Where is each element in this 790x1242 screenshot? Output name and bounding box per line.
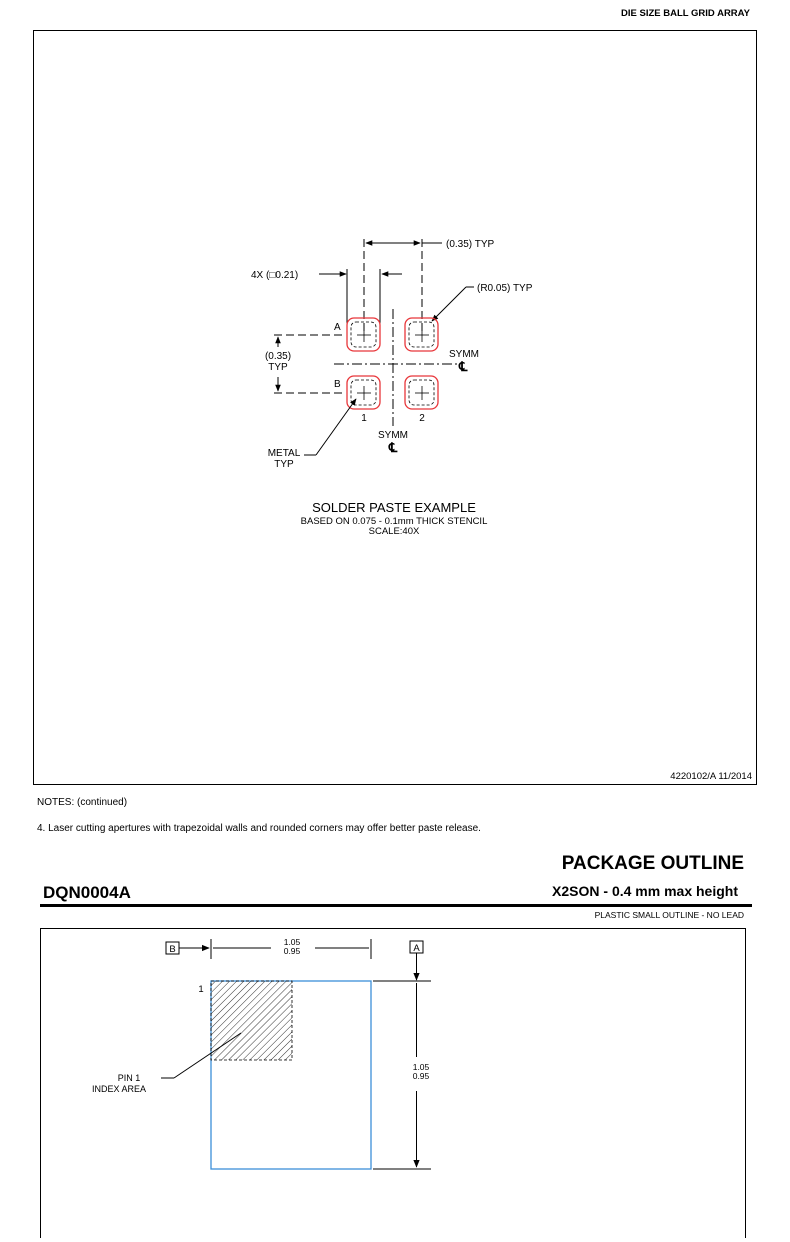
datum-a: A (413, 943, 420, 954)
symm-label-horizontal: SYMM (449, 349, 479, 360)
index-area-label: INDEX AREA (92, 1084, 146, 1094)
drawing-number: 4220102/A 11/2014 (670, 771, 752, 782)
pin1-number: 1 (198, 984, 203, 995)
notes-heading: NOTES: (continued) (37, 797, 128, 808)
pitch-dimension-label: (0.35) TYP (446, 239, 494, 250)
pad-a2 (404, 317, 439, 352)
package-description: PLASTIC SMALL OUTLINE - NO LEAD (594, 910, 744, 920)
page-subtitle: DIE SIZE BALL GRID ARRAY (621, 8, 750, 19)
pin1-index-area (210, 980, 293, 1061)
pin1-label: PIN 1 (118, 1073, 141, 1083)
row-pitch-typ: TYP (268, 362, 288, 373)
col-label-1: 1 (361, 413, 367, 424)
solder-paste-frame: (0.35) TYP 4X (□0.21) (R0.05) TYP (33, 30, 757, 785)
solder-paste-diagram: (0.35) TYP 4X (□0.21) (R0.05) TYP (251, 239, 752, 782)
pad-a1 (346, 317, 381, 352)
row-label-b: B (334, 379, 341, 390)
package-outline-frame: B 1.05 0.95 A 1 PIN 1 INDEX AREA 1.05 0.… (40, 928, 746, 1238)
drawing-scale: SCALE:40X (369, 526, 420, 537)
pad-b2 (404, 375, 439, 410)
drawing-title: SOLDER PASTE EXAMPLE (312, 500, 476, 515)
centerline-symbol-vertical: ℄ (388, 440, 398, 455)
metal-typ-label: TYP (274, 459, 294, 470)
pad-b1 (346, 375, 381, 410)
corner-radius-label: (R0.05) TYP (477, 283, 533, 294)
row-label-a: A (334, 322, 341, 333)
width-min: 0.95 (284, 946, 301, 956)
drawing-subtitle: BASED ON 0.075 - 0.1mm THICK STENCIL (301, 516, 488, 527)
row-pitch-value: (0.35) (265, 351, 291, 362)
centerline-symbol-horizontal: ℄ (458, 359, 468, 374)
height-max: 1.05 (413, 1062, 430, 1072)
col-label-2: 2 (419, 413, 425, 424)
package-outline-diagram: B 1.05 0.95 A 1 PIN 1 INDEX AREA 1.05 0.… (92, 937, 431, 1170)
symm-label-vertical: SYMM (378, 430, 408, 441)
package-outline-title: PACKAGE OUTLINE (561, 853, 744, 874)
part-number: DQN0004A (43, 883, 131, 902)
height-min: 0.95 (413, 1071, 430, 1081)
datum-b: B (169, 944, 175, 955)
metal-label: METAL (268, 448, 301, 459)
pad-size-label: 4X (□0.21) (251, 270, 298, 281)
width-max: 1.05 (284, 937, 301, 947)
note-item-4: 4. Laser cutting apertures with trapezoi… (37, 823, 481, 834)
package-name: X2SON - 0.4 mm max height (552, 883, 738, 899)
header-rule (40, 904, 752, 907)
